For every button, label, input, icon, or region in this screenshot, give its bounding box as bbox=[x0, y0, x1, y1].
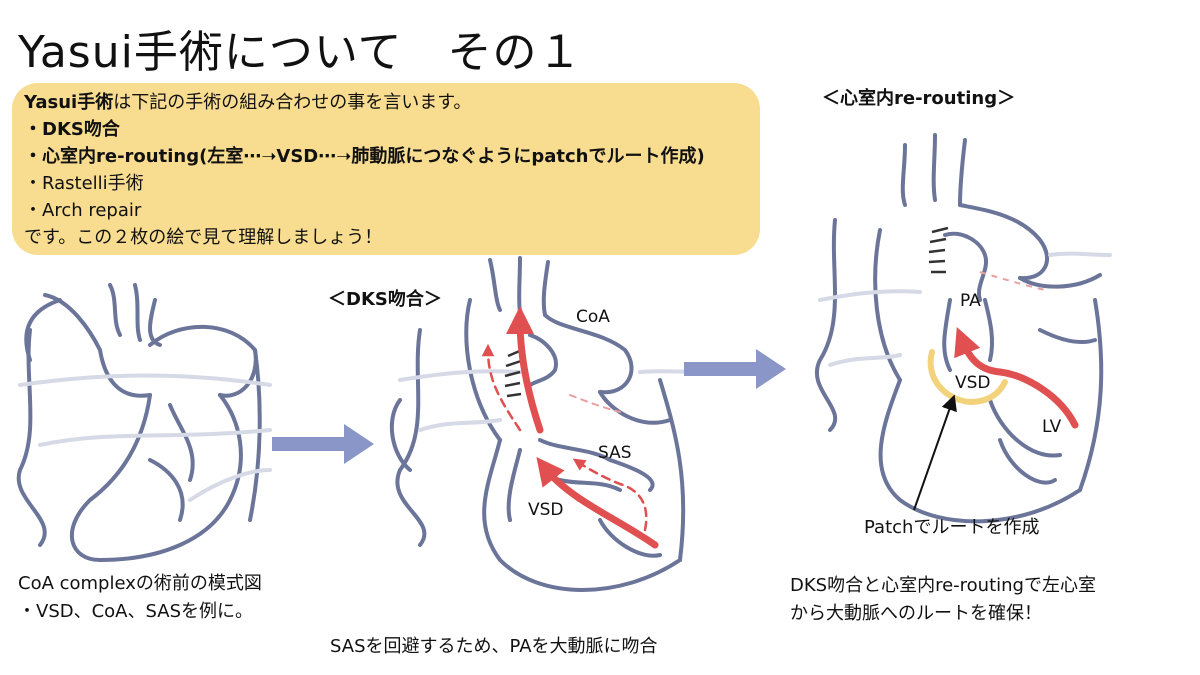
dks-dashed-line bbox=[569, 394, 621, 413]
rerouting-caption-line1: DKS吻合と心室内re-routingで左心室 bbox=[790, 575, 1096, 596]
patch-label: Patchでルートを作成 bbox=[864, 517, 1040, 538]
rerouting-heart-drawing bbox=[815, 133, 1104, 524]
rerouting-caption-line2: から大動脈へのルートを確保！ bbox=[790, 603, 1042, 624]
info-intro-text: は下記の手術の組み合わせの事を言います。 bbox=[113, 92, 472, 113]
info-item-dks: ・DKS吻合 bbox=[24, 116, 748, 143]
dks-panel-title: ＜DKS吻合＞ bbox=[328, 289, 442, 310]
rerouting-caption: DKS吻合と心室内re-routingで左心室 から大動脈へのルートを確保！ bbox=[790, 572, 1096, 628]
rerouting-patch bbox=[927, 349, 1008, 406]
rerouting-faint-lines bbox=[818, 251, 1112, 367]
rerouting-anastomosis-stitches bbox=[928, 226, 949, 274]
info-item-rerouting-bullet: ・ bbox=[24, 146, 42, 167]
info-item-arch: ・Arch repair bbox=[24, 200, 142, 221]
dks-flow-arrows bbox=[481, 306, 659, 549]
info-item-dks-text: ・DKS吻合 bbox=[24, 119, 120, 140]
preop-heart-drawing bbox=[16, 283, 262, 562]
dks-label-sas: SAS bbox=[598, 443, 632, 463]
rerouting-label-pa: PA bbox=[960, 291, 981, 311]
info-yasui-bold: Yasui手術 bbox=[24, 92, 114, 113]
dks-caption: SASを回避するため、PAを大動脈に吻合 bbox=[330, 636, 658, 657]
dks-label-vsd: VSD bbox=[528, 500, 564, 520]
info-item-rastelli: ・Rastelli手術 bbox=[24, 173, 144, 194]
preop-faint-lines bbox=[18, 373, 272, 502]
preop-caption: CoA complexの術前の模式図 ・VSD、CoA、SASを例に。 bbox=[18, 570, 262, 626]
preop-caption-line1: CoA complexの術前の模式図 bbox=[18, 573, 262, 594]
patch-pointer-arrow bbox=[913, 394, 957, 511]
dks-vsd-flow-arrow bbox=[536, 456, 659, 549]
info-item-rerouting-detail: (左室⋯➝VSD⋯➝肺動脈につなぐようにpatchでルート作成) bbox=[199, 146, 705, 167]
info-item-rerouting: ・心室内re-routing(左室⋯➝VSD⋯➝肺動脈につなぐようにpatchで… bbox=[24, 143, 748, 170]
slide-title: Yasui手術について その１ bbox=[18, 27, 583, 78]
info-closing: です。この２枚の絵で見て理解しましょう！ bbox=[24, 227, 383, 248]
rerouting-flow-arrow bbox=[954, 327, 1079, 429]
rerouting-dashed-line bbox=[979, 271, 1046, 291]
rerouting-panel-title: ＜心室内re-routing＞ bbox=[822, 88, 1016, 109]
info-line-intro: Yasui手術は下記の手術の組み合わせの事を言います。 bbox=[24, 89, 748, 116]
arrow-dks-to-rerouting bbox=[684, 349, 786, 389]
dks-label-coa: CoA bbox=[576, 307, 610, 327]
arrow-preop-to-dks bbox=[272, 424, 374, 464]
rerouting-label-lv: LV bbox=[1042, 417, 1062, 437]
dks-heart-drawing bbox=[389, 256, 686, 592]
rerouting-label-vsd: VSD bbox=[955, 373, 991, 393]
preop-caption-line2: ・VSD、CoA、SASを例に。 bbox=[18, 601, 253, 622]
dks-aorta-flow-arrow bbox=[506, 306, 544, 434]
info-box: Yasui手術は下記の手術の組み合わせの事を言います。 ・DKS吻合 ・心室内r… bbox=[12, 83, 760, 255]
info-item-rerouting-bold: 心室内re-routing bbox=[42, 146, 200, 167]
dks-sas-dashed-arrow bbox=[572, 458, 648, 532]
dks-pa-dashed-arrow bbox=[481, 343, 522, 432]
